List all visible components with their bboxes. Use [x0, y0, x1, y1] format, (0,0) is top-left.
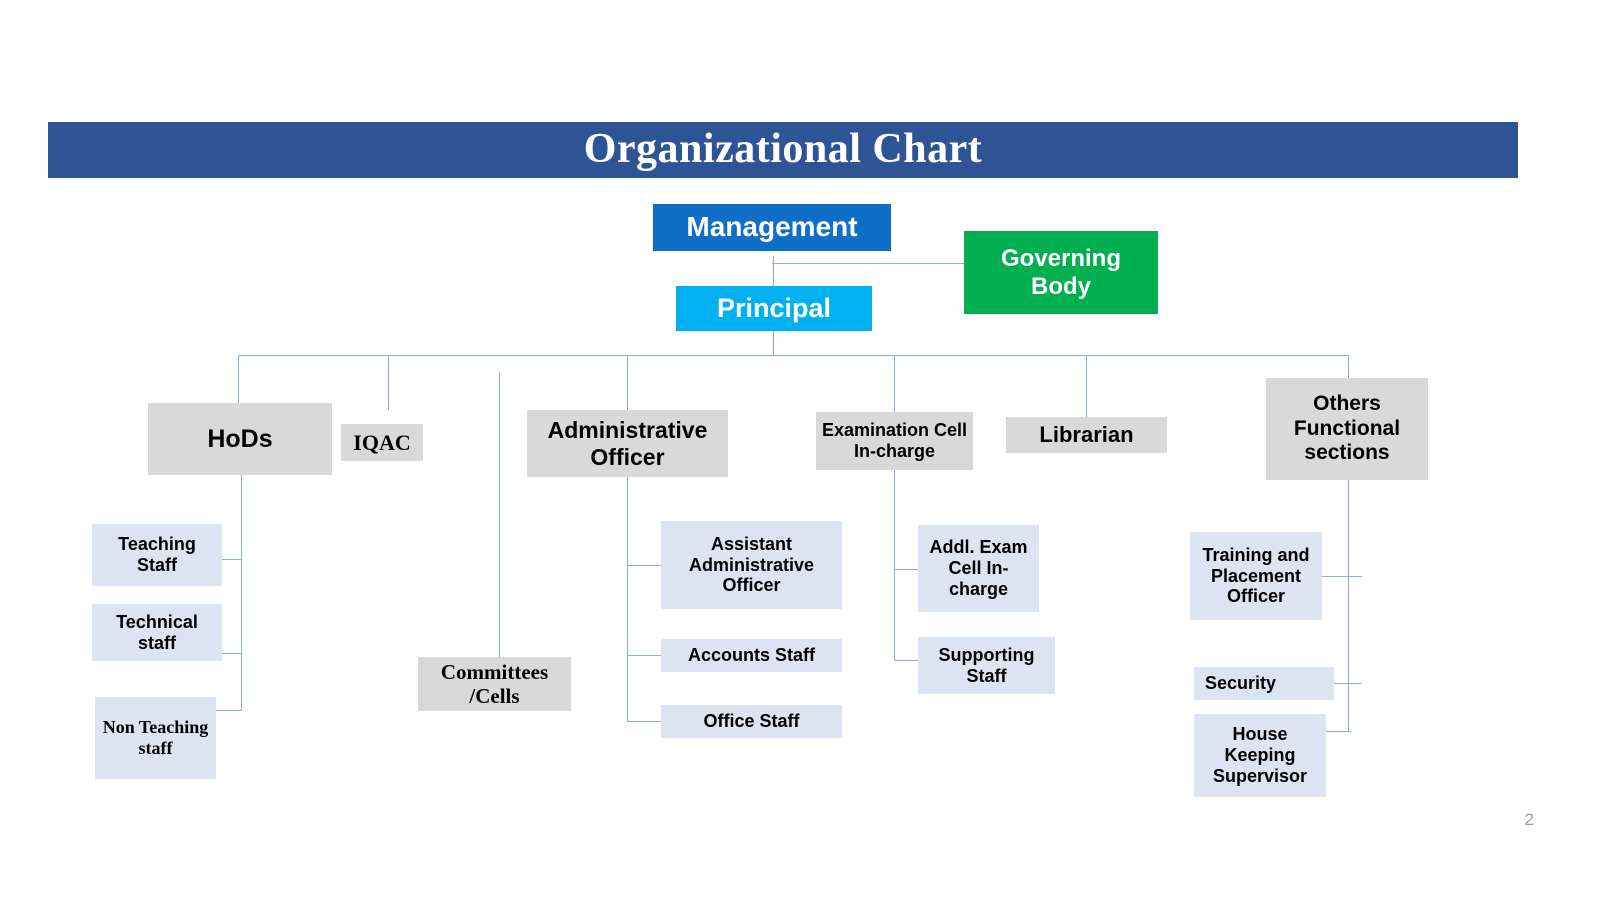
connector-drop-librarian [1086, 355, 1087, 417]
connector-drop-administrative-officer [627, 355, 628, 410]
connector-others-housekeeping [1326, 731, 1351, 732]
connector-hods-spine [241, 475, 242, 710]
connector-hods-teaching-staff [221, 559, 242, 560]
node-iqac[interactable]: IQAC [341, 424, 423, 461]
node-security-label: Security [1205, 673, 1277, 694]
connector-others-security [1334, 683, 1362, 684]
node-committees-cells-label: Committees /Cells [440, 659, 549, 708]
node-house-keeping-supervisor[interactable]: House Keeping Supervisor [1194, 714, 1326, 797]
node-teaching-staff-label: Teaching Staff [118, 534, 196, 575]
connector-exam-addl-incharge [894, 569, 919, 570]
connector-drop-committees [499, 372, 500, 657]
node-accounts-staff[interactable]: Accounts Staff [661, 639, 842, 672]
node-addl-exam-cell-incharge[interactable]: Addl. Exam Cell In-charge [918, 525, 1039, 612]
node-committees-cells[interactable]: Committees /Cells [418, 657, 571, 711]
node-supporting-staff-label: Supporting Staff [938, 644, 1035, 686]
node-non-teaching-staff[interactable]: Non Teaching staff [95, 697, 216, 779]
node-hods-label: HoDs [207, 424, 273, 453]
connector-ao-spine [627, 477, 628, 722]
node-training-placement-officer[interactable]: Training and Placement Officer [1190, 532, 1322, 620]
connector-exam-spine [894, 470, 895, 661]
connector-principal-drop [773, 331, 774, 356]
page-title: Organizational Chart [583, 126, 983, 172]
node-examination-cell-incharge-label: Examination Cell In-charge [821, 420, 968, 461]
node-technical-staff[interactable]: Technical staff [92, 604, 222, 661]
connector-others-tpo [1322, 576, 1362, 577]
connector-management-principal [773, 256, 774, 291]
node-others-functional-sections[interactable]: Others Functional sections [1266, 378, 1428, 480]
node-teaching-staff[interactable]: Teaching Staff [92, 524, 222, 586]
connector-ao-accounts-staff [627, 655, 662, 656]
node-librarian[interactable]: Librarian [1006, 417, 1167, 453]
node-principal[interactable]: Principal [676, 286, 872, 331]
page-number: 2 [1524, 810, 1534, 829]
connector-exam-supporting-staff [894, 660, 919, 661]
node-technical-staff-label: Technical staff [116, 611, 198, 653]
node-governing-body-label: Governing Body [1000, 244, 1121, 300]
node-librarian-label: Librarian [1039, 422, 1134, 448]
node-addl-exam-cell-incharge-label: Addl. Exam Cell In-charge [929, 537, 1028, 599]
node-assistant-administrative-officer[interactable]: Assistant Administrative Officer [661, 521, 842, 609]
node-security[interactable]: Security [1194, 667, 1334, 700]
node-management-label: Management [686, 211, 858, 243]
node-office-staff[interactable]: Office Staff [661, 705, 842, 738]
node-governing-body[interactable]: Governing Body [964, 231, 1158, 314]
connector-drop-hods [238, 355, 239, 403]
node-examination-cell-incharge[interactable]: Examination Cell In-charge [816, 412, 973, 470]
node-non-teaching-staff-label: Non Teaching staff [102, 717, 209, 758]
connector-drop-iqac [388, 355, 389, 410]
node-administrative-officer[interactable]: Administrative Officer [527, 410, 728, 477]
node-house-keeping-supervisor-label: House Keeping Supervisor [1212, 724, 1308, 786]
connector-ao-office-staff [627, 721, 662, 722]
node-administrative-officer-label: Administrative Officer [547, 416, 708, 470]
node-assistant-administrative-officer-label: Assistant Administrative Officer [688, 533, 815, 596]
connector-main-bus [238, 355, 1349, 356]
node-accounts-staff-label: Accounts Staff [687, 645, 815, 666]
node-management[interactable]: Management [653, 204, 891, 251]
node-hods[interactable]: HoDs [148, 403, 332, 475]
node-others-functional-sections-label: Others Functional sections [1293, 392, 1401, 465]
connector-hods-non-teaching-staff [213, 710, 242, 711]
node-iqac-label: IQAC [353, 429, 411, 455]
title-banner: Organizational Chart [48, 122, 1518, 178]
node-office-staff-label: Office Staff [703, 711, 800, 732]
connector-hods-technical-staff [221, 653, 242, 654]
connector-drop-others [1348, 355, 1349, 378]
connector-management-governing-body [772, 263, 965, 264]
connector-drop-examination-cell [894, 355, 895, 412]
connector-others-spine [1348, 480, 1349, 732]
node-supporting-staff[interactable]: Supporting Staff [918, 637, 1055, 694]
node-principal-label: Principal [716, 292, 832, 323]
node-training-placement-officer-label: Training and Placement Officer [1202, 544, 1310, 607]
connector-ao-assistant [627, 565, 662, 566]
